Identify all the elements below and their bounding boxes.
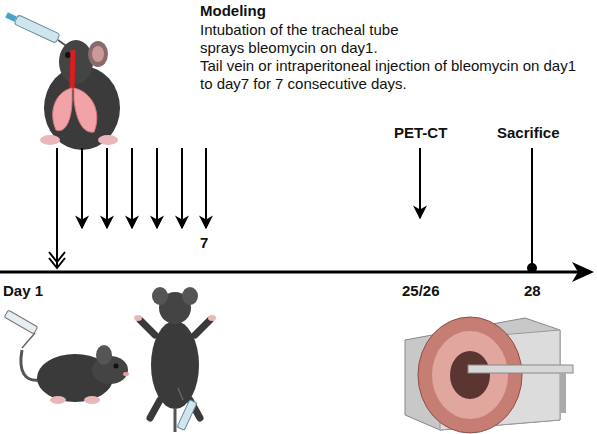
dose-arrows <box>181 148 183 228</box>
tail-vein-mouse <box>4 310 129 404</box>
intubated-mouse <box>74 88 97 132</box>
step-note: Tail vein or intraperitoneal injection o… <box>200 57 585 93</box>
tail-vein-mouse <box>4 310 37 334</box>
supine-mouse <box>140 320 155 335</box>
supine-mouse <box>174 408 177 432</box>
dose-arrows <box>205 148 207 228</box>
dose-arrows <box>49 258 65 268</box>
supine-mouse <box>195 320 210 335</box>
pet-ct-scanner <box>468 365 573 373</box>
pet-ct-scanner <box>418 317 522 433</box>
intubated-mouse <box>5 12 120 150</box>
supine-mouse <box>208 315 216 321</box>
supine-mouse <box>178 388 183 400</box>
intubated-mouse <box>40 135 60 145</box>
dose-arrows <box>49 148 206 268</box>
intubated-mouse <box>98 135 118 145</box>
day-label: 25/26 <box>402 282 440 300</box>
supine-mouse <box>182 287 198 305</box>
event-label: Sacrifice <box>497 124 560 142</box>
timeline-axis <box>0 271 582 274</box>
intubated-mouse <box>53 88 72 131</box>
day-label: 7 <box>200 234 208 252</box>
event-markers <box>531 148 533 264</box>
pet-ct-scanner <box>432 331 508 419</box>
intubated-mouse <box>59 40 93 84</box>
event-markers <box>419 148 421 218</box>
day-label: 28 <box>524 282 541 300</box>
timeline-axis <box>0 262 594 282</box>
dose-arrows <box>81 148 83 228</box>
dose-arrows <box>106 148 108 228</box>
intubated-mouse <box>5 12 17 22</box>
event-markers <box>420 148 537 273</box>
dose-arrows <box>56 148 58 268</box>
intubated-mouse <box>72 50 73 90</box>
supine-mouse <box>152 287 168 305</box>
supine-mouse <box>134 315 142 321</box>
pet-ct-scanner <box>450 351 490 399</box>
dose-arrows <box>131 148 133 228</box>
tail-vein-mouse <box>84 396 100 404</box>
supine-mouse <box>177 400 197 431</box>
tail-vein-mouse <box>114 364 119 369</box>
pet-ct-scanner <box>405 317 573 433</box>
tail-vein-mouse <box>22 333 35 348</box>
intubated-mouse <box>14 15 60 44</box>
event-label: PET-CT <box>394 124 447 142</box>
tail-vein-mouse <box>50 396 66 404</box>
tail-vein-mouse <box>96 345 112 365</box>
pet-ct-scanner <box>560 373 566 413</box>
step-note: Intubation of the tracheal tube sprays b… <box>200 21 440 57</box>
intubated-mouse <box>88 41 108 67</box>
tail-vein-mouse <box>123 372 129 376</box>
supine-mouse <box>134 287 216 432</box>
dose-arrows <box>156 148 158 228</box>
day-label: Day 1 <box>3 282 43 300</box>
heading: Modeling <box>200 2 266 20</box>
intubated-mouse <box>92 46 104 62</box>
timeline-axis <box>572 262 594 282</box>
intubated-mouse <box>65 52 71 58</box>
event-markers <box>527 263 537 273</box>
supine-mouse <box>150 400 160 418</box>
tail-vein-mouse <box>21 350 40 380</box>
